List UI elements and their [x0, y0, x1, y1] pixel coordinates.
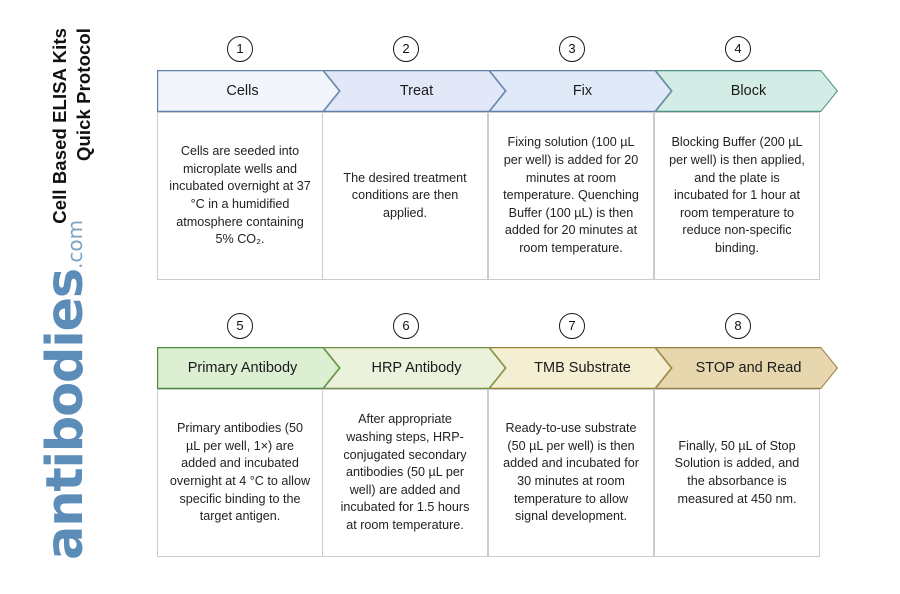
brand-wordmark: antibodies	[36, 268, 95, 560]
brand-logo: antibodies.com	[36, 30, 110, 560]
step-number-badge-1: 1	[227, 36, 253, 62]
step-label-8: STOP and Read	[695, 360, 802, 376]
step-description-text-6: After appropriate washing steps, HRP-con…	[340, 412, 470, 532]
step-description-text-1: Cells are seeded into microplate wells a…	[169, 144, 311, 247]
step-description-text-2: The desired treatment conditions are the…	[343, 170, 467, 220]
page-title: Cell Based ELISA Kits Quick Protocol	[48, 0, 108, 224]
step-chevron-4[interactable]: Block	[655, 70, 838, 112]
step-chevron-8[interactable]: STOP and Read	[655, 347, 838, 389]
step-label-4: Block	[730, 83, 767, 99]
step-chevron-3[interactable]: Fix	[489, 70, 672, 112]
step-chevron-2[interactable]: Treat	[323, 70, 506, 112]
step-number-badge-3: 3	[559, 36, 585, 62]
step-badge-strip: 1 2 3 4	[157, 34, 847, 70]
step-number-badge-8: 8	[725, 313, 751, 339]
step-description-text-8: Finally, 50 µL of Stop Solution is added…	[674, 438, 800, 506]
step-label-5: Primary Antibody	[187, 360, 298, 376]
step-number-badge-2: 2	[393, 36, 419, 62]
step-badge-strip: 5 6 7 8	[157, 311, 847, 347]
description-strip: Primary antibodies (50 µL per well, 1×) …	[157, 389, 847, 557]
step-number-badge-5: 5	[227, 313, 253, 339]
step-description-cell-2: The desired treatment conditions are the…	[322, 112, 488, 280]
brand-tld: .com	[63, 219, 87, 269]
step-number-badge-7: 7	[559, 313, 585, 339]
step-chevron-5[interactable]: Primary Antibody	[157, 347, 340, 389]
step-description-cell-8: Finally, 50 µL of Stop Solution is added…	[654, 389, 820, 557]
protocol-row-1: 1 2 3 4 Cells Treat Fix Block Cells are seeded…	[157, 34, 847, 280]
step-description-cell-6: After appropriate washing steps, HRP-con…	[322, 389, 488, 557]
step-chevron-6[interactable]: HRP Antibody	[323, 347, 506, 389]
step-description-cell-4: Blocking Buffer (200 µL per well) is the…	[654, 112, 820, 280]
step-label-2: Treat	[399, 83, 434, 99]
step-description-text-3: Fixing solution (100 µL per well) is add…	[503, 135, 639, 255]
step-number-badge-4: 4	[725, 36, 751, 62]
protocol-row-2: 5 6 7 8 Primary Antibody HRP Antibody TMB Sub…	[157, 311, 847, 557]
step-description-cell-5: Primary antibodies (50 µL per well, 1×) …	[157, 389, 323, 557]
step-number-badge-6: 6	[393, 313, 419, 339]
chevron-strip: Primary Antibody HRP Antibody TMB Substrat…	[157, 347, 847, 389]
step-chevron-1[interactable]: Cells	[157, 70, 340, 112]
step-description-cell-3: Fixing solution (100 µL per well) is add…	[488, 112, 654, 280]
step-label-7: TMB Substrate	[534, 360, 631, 376]
step-label-6: HRP Antibody	[371, 360, 462, 376]
step-description-cell-7: Ready-to-use substrate (50 µL per well) …	[488, 389, 654, 557]
step-description-text-5: Primary antibodies (50 µL per well, 1×) …	[169, 421, 311, 524]
step-description-text-7: Ready-to-use substrate (50 µL per well) …	[503, 421, 639, 524]
step-description-cell-1: Cells are seeded into microplate wells a…	[157, 112, 323, 280]
chevron-strip: Cells Treat Fix Block	[157, 70, 847, 112]
description-strip: Cells are seeded into microplate wells a…	[157, 112, 847, 280]
step-chevron-7[interactable]: TMB Substrate	[489, 347, 672, 389]
step-description-text-4: Blocking Buffer (200 µL per well) is the…	[669, 135, 805, 255]
step-label-1: Cells	[226, 83, 259, 99]
step-label-3: Fix	[572, 83, 593, 99]
